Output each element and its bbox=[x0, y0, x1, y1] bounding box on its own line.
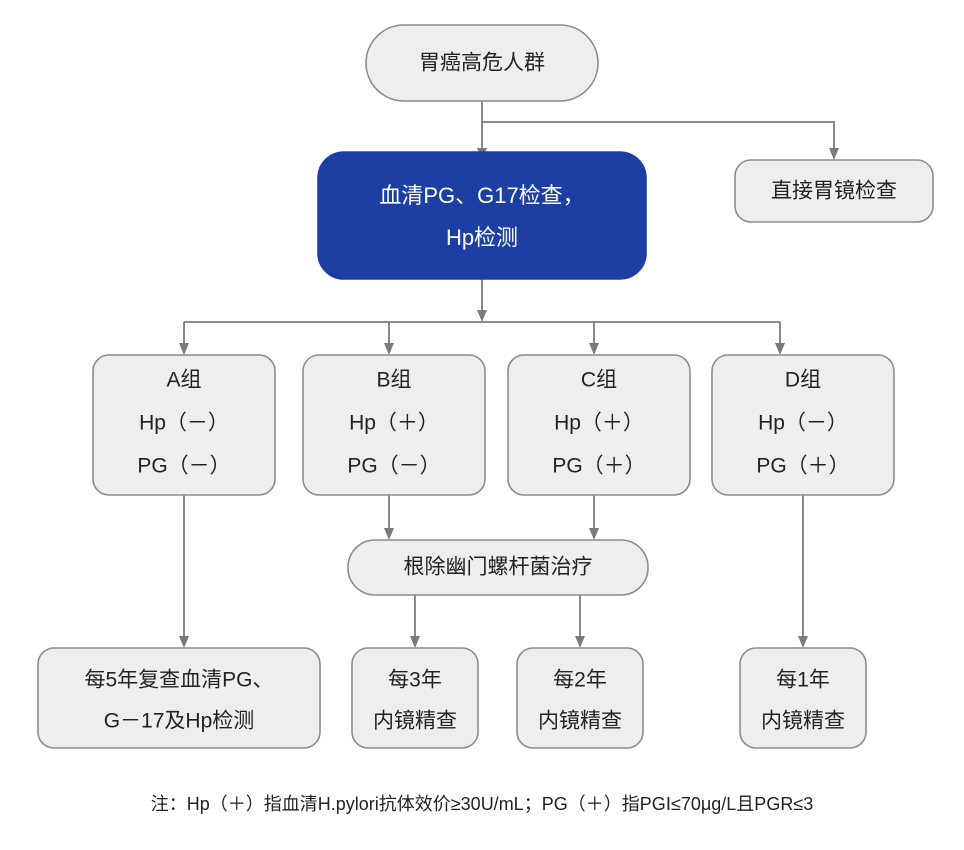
node-followup-a-line1: 每5年复查血清PG、 bbox=[84, 669, 273, 692]
node-followup-d-shape bbox=[739, 647, 867, 749]
node-followup-a-shape bbox=[37, 647, 321, 749]
arrowhead-eradication-from-b bbox=[384, 528, 394, 540]
node-group-d-line3: PG（＋） bbox=[756, 455, 849, 478]
node-followup-b-line2: 内镜精查 bbox=[373, 710, 457, 733]
node-root-label: 胃癌高危人群 bbox=[419, 52, 545, 75]
connector-root-to-direct-endoscopy bbox=[482, 121, 835, 152]
node-followup-b[interactable]: 每3年 内镜精查 bbox=[351, 647, 479, 749]
node-followup-d[interactable]: 每1年 内镜精查 bbox=[739, 647, 867, 749]
node-followup-a[interactable]: 每5年复查血清PG、 G－17及Hp检测 bbox=[37, 647, 321, 749]
node-root[interactable]: 胃癌高危人群 bbox=[365, 24, 599, 102]
arrowhead-followup-d bbox=[798, 636, 808, 648]
node-followup-b-line1: 每3年 bbox=[388, 669, 442, 692]
node-serology-shape bbox=[317, 151, 647, 280]
node-group-c[interactable]: C组 Hp（＋） PG（＋） bbox=[507, 354, 691, 496]
node-followup-c-line1: 每2年 bbox=[553, 669, 607, 692]
arrowhead-followup-b bbox=[410, 636, 420, 648]
node-followup-c[interactable]: 每2年 内镜精查 bbox=[516, 647, 644, 749]
node-followup-d-line1: 每1年 bbox=[776, 669, 830, 692]
node-group-c-line3: PG（＋） bbox=[552, 455, 645, 478]
node-serology-line1: 血清PG、G17检查， bbox=[379, 183, 584, 208]
node-followup-d-line2: 内镜精查 bbox=[761, 710, 845, 733]
node-group-a-shape bbox=[92, 354, 276, 496]
arrowhead-group-a bbox=[179, 343, 189, 355]
node-group-b-line2: Hp（＋） bbox=[349, 412, 439, 435]
node-serology-line2: Hp检测 bbox=[446, 225, 518, 250]
node-direct-endoscopy[interactable]: 直接胃镜检查 bbox=[734, 159, 934, 223]
node-group-d-shape bbox=[711, 354, 895, 496]
node-group-b-line3: PG（－） bbox=[347, 455, 440, 478]
node-group-a-line2: Hp（－） bbox=[139, 412, 229, 435]
node-group-d-line1: D组 bbox=[785, 369, 821, 392]
node-group-c-line1: C组 bbox=[581, 369, 617, 392]
node-group-c-line2: Hp（＋） bbox=[554, 412, 644, 435]
arrowhead-root-to-direct-endoscopy bbox=[829, 148, 839, 160]
arrowhead-followup-a bbox=[179, 636, 189, 648]
arrowhead-group-b bbox=[384, 343, 394, 355]
arrowhead-serology-trunk bbox=[477, 310, 487, 322]
node-group-b-line1: B组 bbox=[376, 369, 411, 392]
node-followup-c-shape bbox=[516, 647, 644, 749]
node-group-a-line1: A组 bbox=[166, 369, 201, 392]
node-followup-a-line2: G－17及Hp检测 bbox=[104, 710, 255, 733]
footnote: 注：Hp（＋）指血清H.pylori抗体效价≥30U/mL；PG（＋）指PGⅠ≤… bbox=[151, 794, 813, 814]
node-group-d[interactable]: D组 Hp（－） PG（＋） bbox=[711, 354, 895, 496]
node-eradication-shape bbox=[347, 539, 649, 596]
arrowhead-group-d bbox=[775, 343, 785, 355]
node-group-a-line3: PG（－） bbox=[137, 455, 230, 478]
node-group-b[interactable]: B组 Hp（＋） PG（－） bbox=[302, 354, 486, 496]
node-group-c-shape bbox=[507, 354, 691, 496]
arrowhead-group-c bbox=[589, 343, 599, 355]
node-root-shape bbox=[365, 24, 599, 102]
node-group-a[interactable]: A组 Hp（－） PG（－） bbox=[92, 354, 276, 496]
node-followup-c-line2: 内镜精查 bbox=[538, 710, 622, 733]
node-followup-b-shape bbox=[351, 647, 479, 749]
node-serology[interactable]: 血清PG、G17检查， Hp检测 bbox=[317, 151, 647, 280]
node-group-b-shape bbox=[302, 354, 486, 496]
node-group-d-line2: Hp（－） bbox=[758, 412, 848, 435]
connector-layer bbox=[179, 101, 839, 648]
node-direct-endoscopy-shape bbox=[734, 159, 934, 223]
node-eradication[interactable]: 根除幽门螺杆菌治疗 bbox=[347, 539, 649, 596]
node-direct-endoscopy-label: 直接胃镜检查 bbox=[771, 180, 897, 203]
arrowhead-eradication-from-c bbox=[589, 528, 599, 540]
arrowhead-followup-c bbox=[575, 636, 585, 648]
node-eradication-label: 根除幽门螺杆菌治疗 bbox=[404, 556, 593, 579]
